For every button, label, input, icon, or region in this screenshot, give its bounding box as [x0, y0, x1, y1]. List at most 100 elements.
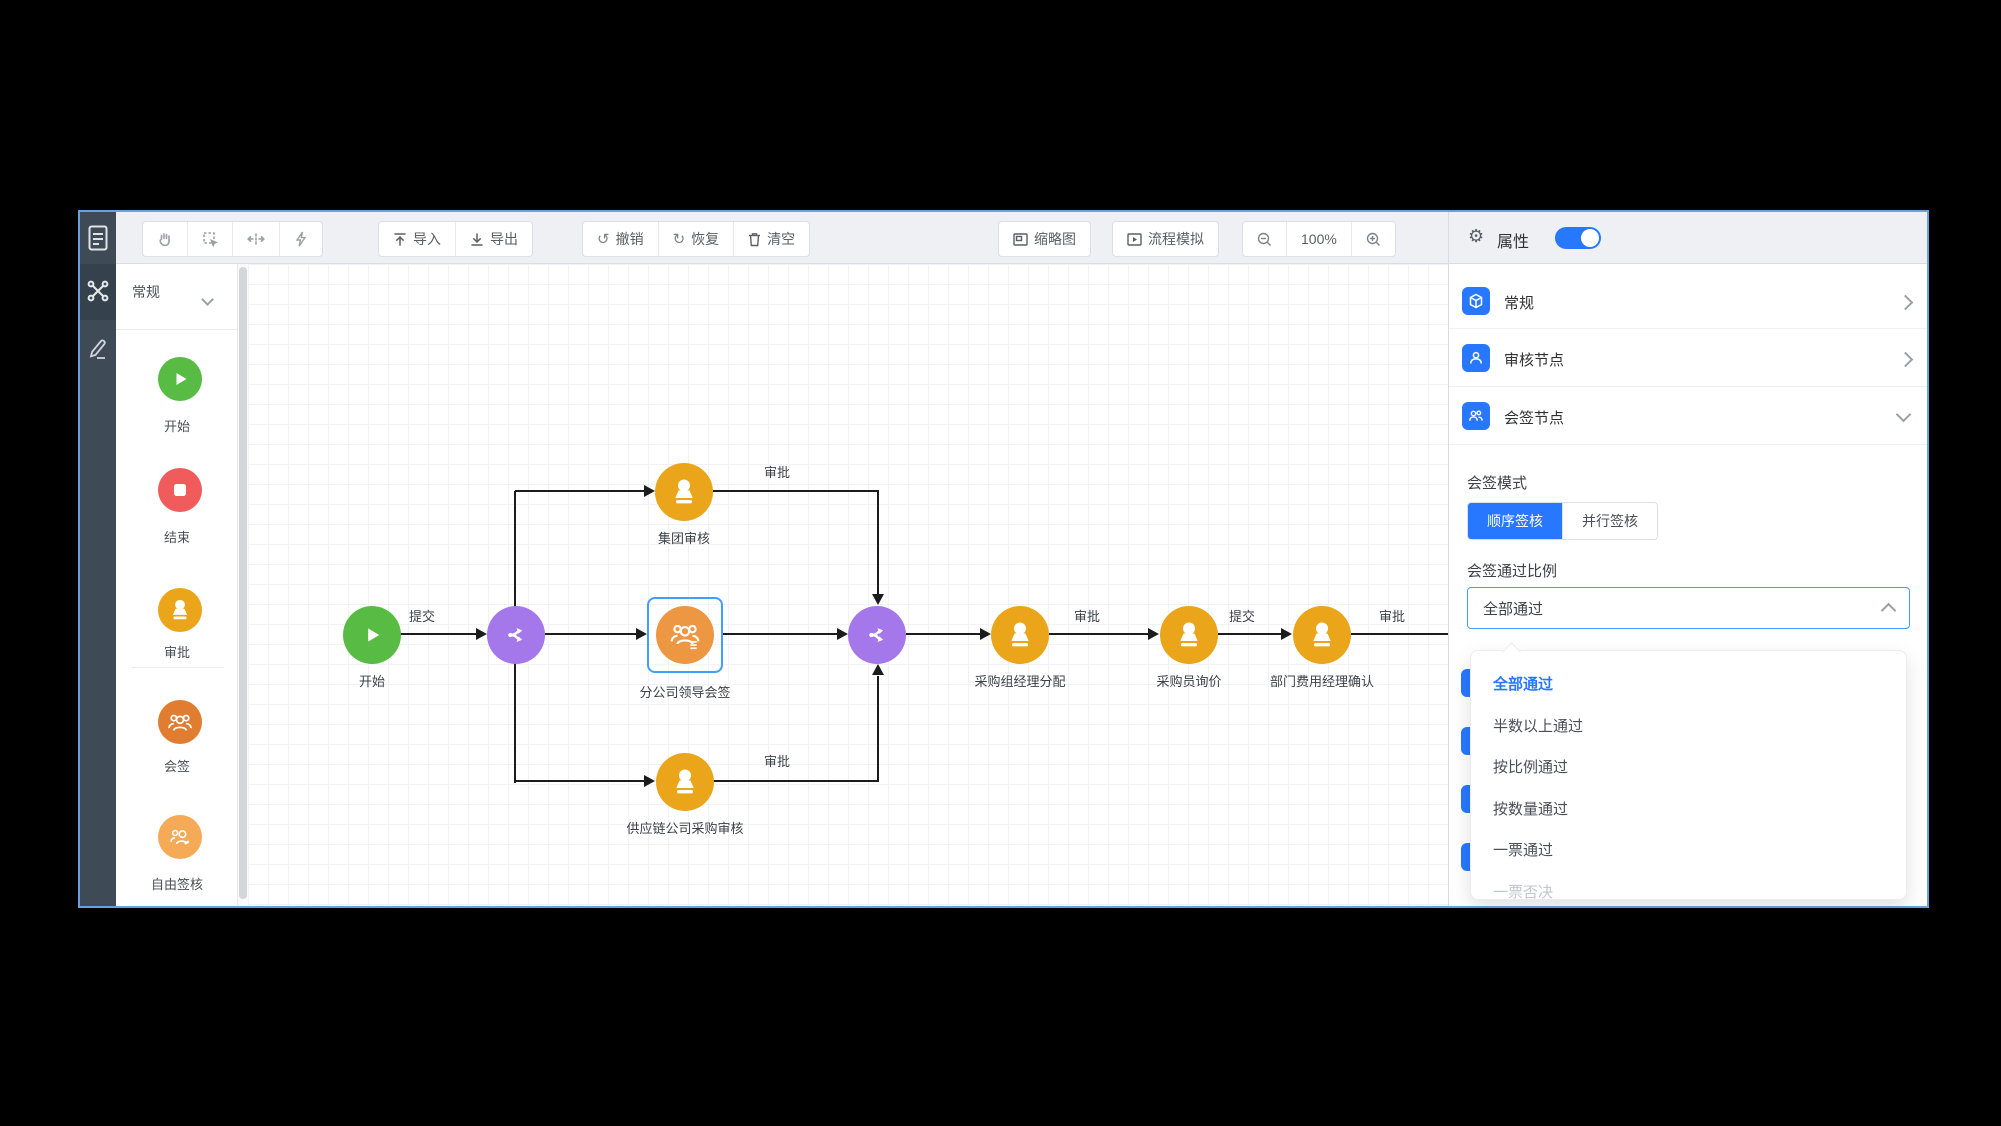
palette-countersign-node[interactable] — [158, 700, 202, 744]
simulate-button[interactable]: 流程模拟 — [1113, 222, 1218, 256]
stamp-icon — [1011, 622, 1029, 647]
node-approve[interactable] — [655, 463, 713, 521]
zoom-in-button[interactable] — [1352, 222, 1395, 256]
chevron-down-icon[interactable] — [201, 291, 214, 309]
move-horizontal-icon[interactable] — [233, 222, 280, 256]
pass-ratio-value: 全部通过 — [1483, 600, 1544, 618]
edge[interactable] — [1049, 633, 1148, 635]
option-count-pass[interactable]: 按数量通过 — [1493, 800, 1569, 818]
import-button[interactable]: 导入 — [379, 222, 456, 256]
pencil-icon[interactable] — [88, 338, 108, 360]
undo-button[interactable]: ↺撤销 — [583, 222, 659, 256]
edge-label: 审批 — [1073, 609, 1100, 624]
properties-toggle[interactable] — [1555, 227, 1601, 249]
edge-label: 提交 — [408, 609, 435, 624]
edge[interactable] — [515, 780, 644, 782]
chevron-right-icon — [1897, 351, 1914, 370]
toggle-knob — [1581, 229, 1599, 247]
countersign-mode-segmented: 顺序签核 并行签核 — [1467, 502, 1658, 540]
edge[interactable] — [713, 490, 879, 492]
node-gateway-split[interactable] — [487, 606, 545, 664]
section-review-node[interactable] — [1449, 329, 1927, 387]
palette-approve-label: 审批 — [163, 645, 190, 660]
minimap-button-group: 缩略图 — [998, 221, 1091, 257]
arrowhead — [1281, 628, 1292, 640]
flow-nodes-icon[interactable] — [87, 280, 109, 302]
palette-end-label: 结束 — [163, 530, 190, 545]
flow-canvas[interactable] — [248, 264, 1448, 906]
clear-button[interactable]: 清空 — [734, 222, 809, 256]
hand-icon[interactable] — [143, 222, 188, 256]
node-start[interactable] — [343, 606, 401, 664]
marquee-select-icon[interactable] — [188, 222, 233, 256]
edge[interactable] — [906, 633, 980, 635]
pass-ratio-dropdown: 全部通过 半数以上通过 按比例通过 按数量通过 一票通过 一票否决 — [1470, 650, 1907, 901]
palette-countersign-label: 会签 — [163, 759, 190, 774]
node-countersign-selected[interactable] — [647, 597, 723, 673]
section-general[interactable] — [1449, 273, 1927, 329]
minimap-icon — [1013, 232, 1028, 246]
node-approve[interactable] — [1293, 606, 1351, 664]
import-export-group: 导入 导出 — [378, 221, 533, 257]
left-rail — [80, 212, 116, 906]
palette-end-node[interactable] — [158, 468, 202, 512]
node-label: 开始 — [358, 674, 385, 689]
stamp-icon — [1180, 622, 1198, 647]
redo-icon: ↻ — [672, 230, 686, 248]
edge[interactable] — [723, 633, 837, 635]
arrowhead — [644, 775, 655, 787]
arrowhead — [636, 628, 647, 640]
node-label: 分公司领导会签 — [639, 685, 731, 700]
canvas-scrollbar[interactable] — [239, 267, 247, 899]
minimap-button[interactable]: 缩略图 — [999, 222, 1090, 256]
edge[interactable] — [713, 780, 879, 782]
node-approve[interactable] — [1160, 606, 1218, 664]
edge-label: 审批 — [1378, 609, 1405, 624]
branch-icon — [869, 628, 884, 642]
edge[interactable] — [400, 633, 476, 635]
gear-icon: ⚙ — [1468, 226, 1485, 246]
arrowhead — [476, 628, 487, 640]
stamp-icon — [676, 769, 694, 794]
cube-icon — [1462, 287, 1490, 315]
edge[interactable] — [877, 676, 879, 782]
edge[interactable] — [515, 490, 644, 492]
edge[interactable] — [1351, 633, 1448, 635]
edge[interactable] — [1218, 633, 1281, 635]
document-icon[interactable] — [88, 225, 108, 251]
lightning-icon[interactable] — [280, 222, 322, 256]
simulate-button-group: 流程模拟 — [1112, 221, 1219, 257]
stop-icon — [174, 484, 186, 496]
pass-ratio-select[interactable]: 全部通过 — [1467, 587, 1910, 629]
edge[interactable] — [877, 491, 879, 594]
tool-group — [142, 221, 323, 257]
node-label: 供应链公司采购审核 — [626, 821, 744, 836]
mode-sequential-button[interactable]: 顺序签核 — [1468, 503, 1562, 539]
node-approve[interactable] — [991, 606, 1049, 664]
chevron-down-icon — [1895, 406, 1912, 425]
option-ratio-pass[interactable]: 按比例通过 — [1493, 759, 1569, 777]
node-approve[interactable] — [656, 753, 714, 811]
mode-parallel-button[interactable]: 并行签核 — [1562, 503, 1657, 539]
edge[interactable] — [545, 633, 636, 635]
palette-start-label: 开始 — [163, 419, 190, 434]
export-label: 导出 — [490, 231, 518, 247]
palette-category[interactable]: 常规 — [132, 284, 160, 300]
arrowhead — [837, 628, 848, 640]
flow-designer-window: 导入 导出 ↺撤销 ↻恢复 清空 缩略图 流程模拟 100% ⚙ 属性 — [78, 210, 1929, 908]
panel-title: 属性 — [1497, 234, 1530, 251]
zoom-out-button[interactable] — [1243, 222, 1287, 256]
edge-label: 审批 — [763, 754, 790, 769]
palette-approve-node[interactable] — [158, 588, 202, 632]
export-button[interactable]: 导出 — [456, 222, 532, 256]
zoom-level[interactable]: 100% — [1287, 222, 1352, 256]
node-gateway-join[interactable] — [848, 606, 906, 664]
section-countersign-node[interactable] — [1449, 387, 1927, 445]
option-one-vote-pass[interactable]: 一票通过 — [1493, 842, 1554, 860]
option-all-pass[interactable]: 全部通过 — [1493, 676, 1554, 694]
redo-button[interactable]: ↻恢复 — [659, 222, 735, 256]
palette-start-node[interactable] — [158, 357, 202, 401]
palette-free-sign-node[interactable] — [158, 815, 202, 859]
node-label: 部门费用经理确认 — [1269, 674, 1374, 689]
option-majority-pass[interactable]: 半数以上通过 — [1493, 717, 1584, 735]
